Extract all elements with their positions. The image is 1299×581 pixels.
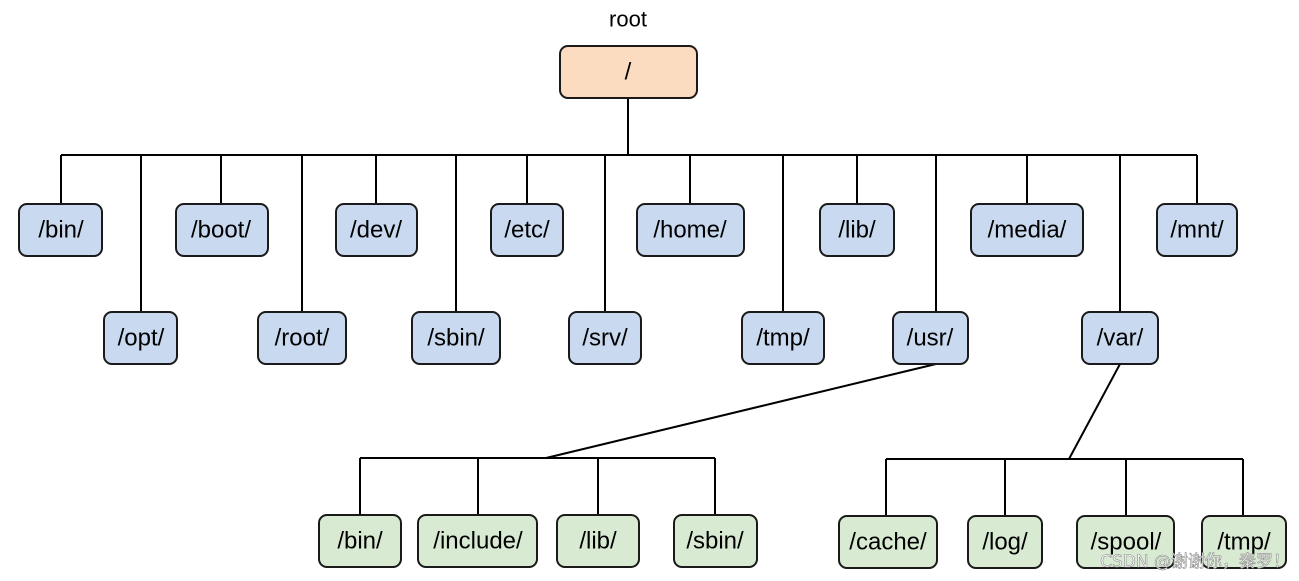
node-root-dir: /root/ — [257, 311, 347, 365]
node-usr-sbin: /sbin/ — [673, 514, 758, 568]
node-var-tmp: /tmp/ — [1201, 515, 1287, 569]
node-label: /boot/ — [191, 217, 251, 244]
node-var-log: /log/ — [967, 515, 1043, 569]
node-label: /mnt/ — [1170, 217, 1224, 244]
node-bin: /bin/ — [18, 203, 103, 257]
node-label: /sbin/ — [686, 528, 744, 555]
node-label: / — [625, 59, 632, 86]
node-label: /var/ — [1097, 325, 1144, 352]
node-usr-lib: /lib/ — [556, 514, 640, 568]
node-usr-include: /include/ — [417, 514, 538, 568]
node-usr-bin: /bin/ — [318, 514, 402, 568]
node-label: /bin/ — [38, 217, 84, 244]
node-label: /sbin/ — [427, 325, 485, 352]
node-label: /tmp/ — [1217, 529, 1271, 556]
node-mnt: /mnt/ — [1156, 203, 1238, 257]
usr-diagonal — [545, 363, 937, 459]
node-label: /lib/ — [579, 528, 617, 555]
node-media: /media/ — [970, 203, 1084, 257]
node-boot: /boot/ — [175, 203, 269, 257]
var-diagonal — [1068, 363, 1121, 460]
node-var: /var/ — [1081, 311, 1159, 365]
node-label: /tmp/ — [756, 325, 810, 352]
node-label: /lib/ — [838, 217, 876, 244]
node-label: /etc/ — [504, 217, 550, 244]
node-label: /log/ — [982, 529, 1028, 556]
node-root: / — [559, 45, 698, 99]
node-label: /include/ — [433, 528, 523, 555]
node-opt: /opt/ — [103, 311, 178, 365]
node-var-spool: /spool/ — [1076, 515, 1175, 569]
node-label: /home/ — [653, 217, 727, 244]
watermark-text: CSDN @谢谢你，秦罗！ — [1100, 552, 1290, 572]
node-label: /cache/ — [849, 529, 927, 556]
node-label: /usr/ — [907, 325, 954, 352]
root-caption: root — [609, 7, 647, 32]
node-var-cache: /cache/ — [838, 515, 938, 569]
node-dev: /dev/ — [335, 203, 418, 257]
node-sbin: /sbin/ — [411, 311, 501, 365]
node-tmp: /tmp/ — [741, 311, 825, 365]
node-lib: /lib/ — [819, 203, 895, 257]
node-label: /dev/ — [350, 217, 402, 244]
node-label: /media/ — [988, 217, 1067, 244]
tree-connectors — [60, 98, 1244, 516]
node-etc: /etc/ — [490, 203, 564, 257]
node-srv: /srv/ — [568, 311, 642, 365]
node-label: /srv/ — [582, 325, 628, 352]
node-label: /root/ — [275, 325, 330, 352]
node-label: /spool/ — [1091, 529, 1162, 556]
node-label: /opt/ — [118, 325, 165, 352]
node-usr: /usr/ — [892, 311, 969, 365]
node-label: /bin/ — [337, 528, 383, 555]
node-home: /home/ — [636, 203, 745, 257]
